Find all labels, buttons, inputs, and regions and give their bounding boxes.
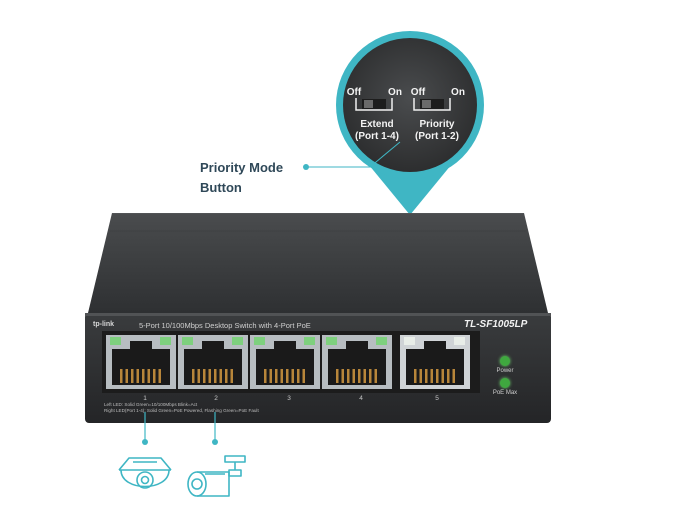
ethernet-port-4[interactable] xyxy=(322,335,392,389)
priority-mode-callout xyxy=(303,31,484,215)
switch-top xyxy=(88,213,548,313)
label-line1: Priority Mode xyxy=(200,160,284,175)
port-3-right-led xyxy=(304,337,315,345)
extend-name-line1: Extend xyxy=(360,119,394,130)
port-number-1: 1 xyxy=(143,395,147,402)
poe-max-led-label: PoE Max xyxy=(492,390,518,396)
port-2-right-led xyxy=(232,337,243,345)
port-number-4: 4 xyxy=(359,395,363,402)
callout-leader-line xyxy=(306,141,401,168)
extend-off-label: Off xyxy=(346,87,362,98)
poe-max-led xyxy=(500,378,510,388)
callout-dot xyxy=(303,164,309,170)
priority-off-label: Off xyxy=(410,87,426,98)
port-1-left-led xyxy=(110,337,121,345)
led-legend-line2: Right LED(Port 1-4): Solid Green=PoE Pow… xyxy=(104,408,259,413)
port-4-left-led xyxy=(326,337,337,345)
priority-mode-button-label: Priority Mode Button xyxy=(200,158,310,198)
port-5-left-led xyxy=(404,337,415,345)
port-2-left-led xyxy=(182,337,193,345)
network-switch xyxy=(85,213,551,423)
dome-camera-icon xyxy=(118,457,172,489)
extend-toggle[interactable] xyxy=(362,99,386,109)
extend-on-label: On xyxy=(388,87,402,98)
ethernet-port-5[interactable] xyxy=(400,335,470,389)
device-description: 5-Port 10/100Mbps Desktop Switch with 4-… xyxy=(139,321,311,330)
camera-connectors xyxy=(142,412,218,445)
model-name: TL-SF1005LP xyxy=(464,319,528,330)
port-number-5: 5 xyxy=(435,395,439,402)
priority-name-line1: Priority xyxy=(419,119,455,130)
ethernet-port-3[interactable] xyxy=(250,335,320,389)
bullet-camera-icon xyxy=(187,455,246,497)
callout-dial xyxy=(343,38,477,172)
ethernet-port-2[interactable] xyxy=(178,335,248,389)
port-1-right-led xyxy=(160,337,171,345)
port-number-3: 3 xyxy=(287,395,291,402)
label-line2: Button xyxy=(200,180,242,195)
priority-name-label: Priority (Port 1-2) xyxy=(410,119,464,143)
priority-name-line2: (Port 1-2) xyxy=(415,131,459,142)
port-number-2: 2 xyxy=(214,395,218,402)
port-4-right-led xyxy=(376,337,387,345)
power-led-label: Power xyxy=(496,368,514,374)
brand-logo: tp-link xyxy=(93,321,114,328)
extend-name-label: Extend (Port 1-4) xyxy=(350,119,404,143)
priority-on-label: On xyxy=(451,87,465,98)
port-3-left-led xyxy=(254,337,265,345)
ethernet-port-1[interactable] xyxy=(106,335,176,389)
extend-name-line2: (Port 1-4) xyxy=(355,131,399,142)
power-led xyxy=(500,356,510,366)
port-5-right-led xyxy=(454,337,465,345)
priority-toggle[interactable] xyxy=(420,99,444,109)
led-legend-line1: Left LED: Solid Green=10/100Mbps Blink=A… xyxy=(104,402,198,407)
